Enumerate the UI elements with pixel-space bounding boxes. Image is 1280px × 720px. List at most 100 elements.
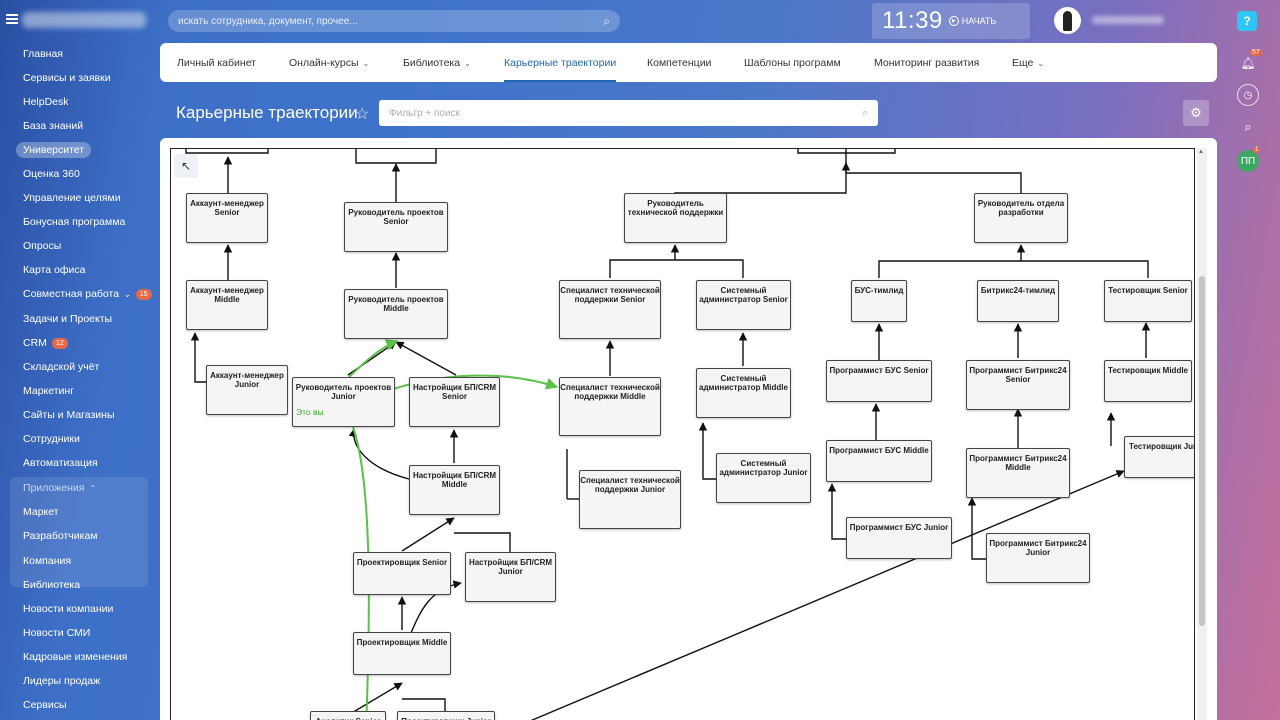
node-bp-crm-middle[interactable]: Настройщик БП/CRM Middle — [409, 465, 500, 515]
menu-item-warehouse[interactable]: Складской учёт — [23, 361, 100, 373]
menu-item-polls[interactable]: Опросы — [23, 240, 62, 252]
menu-item-office-map[interactable]: Карта офиса — [23, 264, 86, 276]
scrollbar-thumb[interactable] — [1199, 276, 1205, 626]
menu-item-marketing[interactable]: Маркетинг — [23, 385, 75, 397]
node-tech-support-junior[interactable]: Специалист технической поддержки Junior — [579, 470, 681, 529]
menu-item-goals[interactable]: Управление целями — [23, 192, 121, 204]
right-search-button[interactable]: ⌕ — [1237, 116, 1259, 138]
tab-online-courses[interactable]: Онлайн-курсы⌄ — [289, 57, 370, 69]
gear-icon: ⚙ — [1190, 105, 1202, 120]
career-diagram[interactable]: Аккаунт-менеджер Senior Аккаунт-менеджер… — [170, 148, 1195, 720]
filter-search[interactable]: ⌕ — [379, 100, 878, 126]
node-project-manager-junior[interactable]: Руководитель проектов Junior Это вы — [292, 377, 395, 427]
node-designer-middle[interactable]: Проектировщик Middle — [353, 632, 451, 675]
node-b24-programmer-senior[interactable]: Программист Битрикс24 Senior — [966, 360, 1070, 410]
tab-more[interactable]: Еще⌄ — [1012, 57, 1045, 69]
timeman-button[interactable]: ◷ — [1237, 84, 1259, 106]
node-bus-programmer-middle[interactable]: Программист БУС Middle — [826, 440, 932, 482]
node-project-manager-middle[interactable]: Руководитель проектов Middle — [344, 289, 448, 339]
settings-gear-button[interactable]: ⚙ — [1183, 100, 1209, 126]
node-b24-programmer-junior[interactable]: Программист Битрикс24 Junior — [986, 533, 1090, 583]
tab-program-templates[interactable]: Шаблоны программ — [744, 57, 841, 69]
node-sysadmin-middle[interactable]: Системный администратор Middle — [696, 368, 791, 418]
menu-item-collaboration[interactable]: Совместная работа ⌄ 15 — [23, 288, 152, 300]
pointer-tool-button[interactable]: ↖ — [174, 154, 198, 178]
node-bus-programmer-senior[interactable]: Программист БУС Senior — [826, 360, 932, 402]
node-tech-support-head[interactable]: Руководитель технической поддержки — [624, 193, 727, 243]
node-bus-teamlead[interactable]: БУС-тимлид — [851, 280, 907, 322]
node-account-manager-senior[interactable]: Аккаунт-менеджер Senior — [186, 193, 268, 243]
node-analyst-senior[interactable]: Аналитик Senior — [310, 711, 386, 720]
menu-item-university[interactable]: Университет — [16, 142, 92, 158]
node-tech-support-middle[interactable]: Специалист технической поддержки Middle — [559, 377, 661, 436]
node-bus-programmer-junior[interactable]: Программист БУС Junior — [846, 517, 952, 559]
menu-group-apps[interactable]: Приложения ⌃ — [23, 482, 97, 494]
node-project-manager-senior[interactable]: Руководитель проектов Senior — [344, 202, 448, 252]
help-button[interactable]: ? — [1237, 11, 1257, 31]
tab-development-monitoring[interactable]: Мониторинг развития — [874, 57, 980, 69]
you-are-here-label: Это вы — [296, 407, 324, 417]
menu-item-automation[interactable]: Автоматизация — [23, 457, 98, 469]
node-bp-crm-junior[interactable]: Настройщик БП/CRM Junior — [465, 552, 556, 602]
global-search[interactable]: ⌕ — [168, 10, 620, 32]
tab-personal-account[interactable]: Личный кабинет — [177, 57, 256, 69]
menu-item-library[interactable]: Библиотека — [23, 579, 81, 591]
chevron-up-icon: ⌃ — [89, 483, 97, 493]
menu-item-helpdesk[interactable]: HelpDesk — [23, 96, 69, 108]
menu-item-crm[interactable]: CRM 12 — [23, 337, 68, 349]
node-tester-middle[interactable]: Тестировщик Middle — [1104, 360, 1192, 402]
menu-item-market[interactable]: Маркет — [23, 506, 59, 518]
menu-item-company[interactable]: Компания — [23, 555, 72, 567]
menu-item-tasks[interactable]: Задачи и Проекты — [23, 313, 113, 325]
menu-item-company-news[interactable]: Новости компании — [23, 603, 114, 615]
menu-item-media-news[interactable]: Новости СМИ — [23, 627, 91, 639]
node-designer-junior[interactable]: Проектировщик Junior — [397, 711, 495, 720]
node-account-manager-junior[interactable]: Аккаунт-менеджер Junior — [206, 365, 288, 415]
node-dev-head[interactable]: Руководитель отдела разработки — [974, 193, 1068, 243]
node-sysadmin-senior[interactable]: Системный администратор Senior — [696, 280, 791, 330]
node-b24-teamlead[interactable]: Битрикс24-тимлид — [977, 280, 1059, 322]
search-icon[interactable]: ⌕ — [861, 106, 868, 119]
node-sysadmin-junior[interactable]: Системный администратор Junior — [716, 453, 811, 503]
start-day-button[interactable]: ▶ НАЧАТЬ — [948, 16, 996, 26]
crm-badge: 12 — [51, 337, 68, 349]
user-avatar[interactable] — [1054, 7, 1081, 34]
node-designer-senior[interactable]: Проектировщик Senior — [353, 552, 451, 595]
menu-item-knowledge-base[interactable]: База знаний — [23, 120, 84, 132]
user-chat-avatar[interactable]: ПП 1 — [1237, 147, 1261, 172]
node-tech-support-senior[interactable]: Специалист технической поддержки Senior — [559, 280, 661, 339]
node-tester-senior[interactable]: Тестировщик Senior — [1104, 280, 1192, 322]
node-bp-crm-senior[interactable]: Настройщик БП/CRM Senior — [409, 377, 500, 427]
menu-item-employees[interactable]: Сотрудники — [23, 433, 80, 445]
menu-item-services[interactable]: Сервисы и заявки — [23, 72, 111, 84]
tab-competencies[interactable]: Компетенции — [647, 57, 712, 69]
menu-item-bonus[interactable]: Бонусная программа — [23, 216, 126, 228]
clock-time: 11:39 — [882, 7, 943, 34]
menu-item-developers[interactable]: Разработчикам — [23, 530, 98, 542]
search-icon[interactable]: ⌕ — [603, 13, 610, 28]
tab-career-paths[interactable]: Карьерные траектории — [504, 57, 617, 82]
career-diagram-card: ↖ — [160, 138, 1217, 720]
node-b24-programmer-middle[interactable]: Программист Битрикс24 Middle — [966, 448, 1070, 498]
menu-burger-icon[interactable] — [6, 14, 18, 24]
node-tester-junior[interactable]: Тестировщик Junior — [1124, 436, 1194, 478]
user-name[interactable] — [1092, 16, 1164, 24]
portal-logo[interactable] — [22, 12, 146, 28]
scroll-up-icon[interactable]: ▲ — [1198, 149, 1204, 155]
filter-search-input[interactable] — [389, 107, 862, 119]
diagram-scrollbar[interactable]: ▲ — [1197, 148, 1207, 720]
favorite-star-icon[interactable]: ☆ — [355, 106, 370, 123]
work-day-widget[interactable]: 11:39 ▶ НАЧАТЬ — [872, 3, 1030, 39]
global-search-input[interactable] — [178, 15, 604, 27]
diagram-edges — [185, 149, 1151, 720]
menu-item-hr-changes[interactable]: Кадровые изменения — [23, 651, 128, 663]
menu-item-sites[interactable]: Сайты и Магазины — [23, 409, 115, 421]
notifications-button[interactable]: 🔔︎ 57 — [1237, 49, 1262, 74]
tab-library[interactable]: Библиотека⌄ — [403, 57, 471, 69]
clock-icon: ◷ — [1243, 89, 1253, 101]
menu-item-360[interactable]: Оценка 360 — [23, 168, 80, 180]
menu-item-services-2[interactable]: Сервисы — [23, 699, 67, 711]
node-account-manager-middle[interactable]: Аккаунт-менеджер Middle — [186, 280, 268, 330]
menu-item-sales-leaders[interactable]: Лидеры продаж — [23, 675, 101, 687]
menu-item-home[interactable]: Главная — [23, 48, 63, 60]
